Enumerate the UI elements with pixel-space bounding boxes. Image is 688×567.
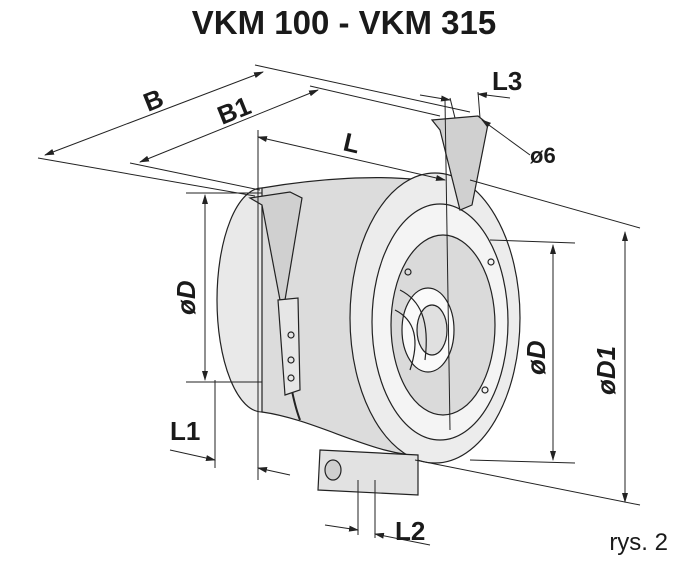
label-L3: L3: [492, 66, 522, 96]
diagram-title: VKM 100 - VKM 315: [191, 4, 497, 41]
fan-housing: [216, 172, 521, 464]
label-D-left: øD: [171, 280, 201, 315]
dimension-B1: [139, 89, 319, 163]
dimension-L: [257, 136, 446, 181]
terminal-box: [317, 449, 419, 496]
label-L1: L1: [170, 416, 200, 446]
dimension-L3: [477, 92, 511, 99]
label-B1: B1: [213, 90, 255, 130]
left-mounting-bracket: [248, 191, 303, 396]
label-D-right: øD: [521, 340, 551, 375]
label-L: L: [341, 127, 363, 160]
label-B: B: [139, 83, 168, 118]
label-L2: L2: [395, 516, 425, 546]
label-D1: øD1: [591, 346, 621, 395]
hole-leader: [481, 119, 531, 156]
label-hole-diameter: ø6: [530, 143, 556, 168]
dimension-L1: [257, 466, 291, 476]
figure-caption: rys. 2: [609, 529, 668, 556]
dimension-L2: [374, 532, 431, 546]
